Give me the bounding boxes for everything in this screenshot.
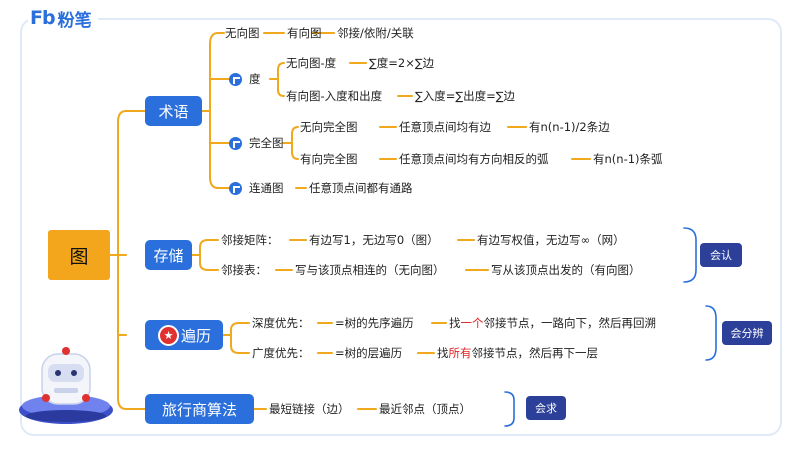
logo-mark: Fb (30, 7, 56, 29)
undirected-degree: 无向图-度 (286, 56, 337, 70)
dfs-rule-suffix: 邻接节点，一路向下，然后再回溯 (483, 316, 657, 330)
matrix-weighted: 有边写权值，无边写∞（网） (477, 233, 625, 247)
undirected-degree-formula: ∑度=2×∑边 (369, 56, 435, 70)
dfs-label: 深度优先： (252, 316, 310, 330)
dfs-rule: 找一个邻接节点，一路向下，然后再回溯 (449, 316, 656, 330)
bfs-rule-highlight: 所有 (448, 346, 472, 360)
undirected-complete: 无向完全图 (300, 120, 358, 134)
section-terms: 术语 (145, 96, 202, 126)
degree-label: 度 (249, 72, 261, 86)
undirected-complete-count: 有n(n-1)/2条边 (529, 120, 610, 134)
connected-graph-label: 连通图 (249, 181, 284, 195)
mindmap-frame (20, 18, 782, 436)
bfs-rule-prefix: 找 (437, 346, 449, 360)
badge-solve: 会求 (526, 396, 566, 420)
list-directed: 写从该顶点出发的（有向图） (491, 263, 641, 277)
mascot-illustration (19, 347, 113, 424)
section-storage: 存储 (145, 240, 192, 270)
section-traversal: 遍历 (145, 320, 223, 350)
tsp-nearest-vertex: 最近邻点（顶点） (379, 402, 471, 416)
traversal-label: 遍历 (181, 326, 212, 345)
brand-logo: Fb 粉笔 (28, 5, 98, 31)
section-tsp: 旅行商算法 (145, 394, 254, 424)
dfs-rule-prefix: 找 (449, 316, 461, 330)
undirected-complete-rule: 任意顶点间均有边 (399, 120, 491, 134)
bfs-rule: 找所有邻接节点，然后再下一层 (437, 346, 598, 360)
connected-graph-rule: 任意顶点间都有通路 (309, 181, 413, 195)
complete-graph-label: 完全图 (249, 136, 284, 150)
directed-degree: 有向图-入度和出度 (286, 89, 383, 103)
bfs-rule-suffix: 邻接节点，然后再下一层 (471, 346, 599, 360)
dfs-rule-highlight: 一个 (460, 316, 484, 330)
matrix-unweighted: 有边写1，无边写0（图） (309, 233, 439, 247)
adjacency-matrix-label: 邻接矩阵： (221, 233, 279, 247)
brand-name: 粉笔 (57, 10, 92, 31)
directed-graph: 有向图 (287, 26, 322, 40)
bfs-label: 广度优先： (252, 346, 310, 360)
list-undirected: 写与该顶点相连的（无向图） (295, 263, 445, 277)
directed-complete-count: 有n(n-1)条弧 (593, 152, 663, 166)
directed-complete-rule: 任意顶点间均有方向相反的弧 (399, 152, 549, 166)
adjacency-list-label: 邻接表： (221, 263, 267, 277)
flag-icon (229, 137, 242, 150)
directed-degree-formula: ∑入度=∑出度=∑边 (415, 89, 516, 103)
bfs-equivalent: =树的层遍历 (335, 346, 403, 360)
directed-complete: 有向完全图 (300, 152, 358, 166)
flag-icon (229, 73, 242, 86)
badge-recognize: 会认 (700, 243, 742, 267)
flag-icon (229, 182, 242, 195)
dfs-equivalent: =树的先序遍历 (335, 316, 414, 330)
undirected-graph: 无向图 (225, 26, 260, 40)
tsp-shortest-edge: 最短链接（边） (269, 402, 350, 416)
adjacency-terms: 邻接/依附/关联 (337, 26, 414, 40)
root-node: 图 (48, 230, 110, 280)
star-icon: ★ (158, 325, 179, 346)
badge-distinguish: 会分辨 (722, 321, 772, 345)
